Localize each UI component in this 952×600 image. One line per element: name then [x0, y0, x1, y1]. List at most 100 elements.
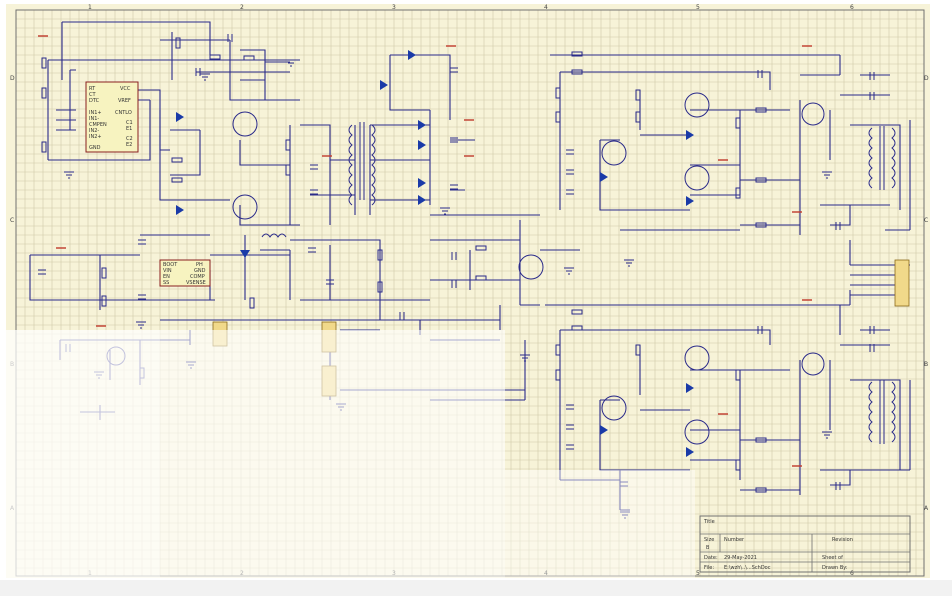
ruler-label: 5: [696, 4, 700, 11]
ruler-label: 2: [240, 4, 244, 11]
ruler-right: D C B A: [924, 75, 929, 512]
resistor-symbol: [101, 295, 107, 307]
ruler-label: C: [924, 217, 928, 224]
resistor-symbol: [285, 164, 291, 176]
ruler-label: D: [10, 75, 15, 82]
pin-label: IN1+: [89, 110, 102, 116]
ground-symbol: [520, 354, 530, 362]
capacitor-symbol: [620, 481, 628, 487]
size-label: Size: [704, 537, 714, 543]
ruler-label: B: [924, 361, 928, 368]
connector-header: [894, 259, 910, 307]
pin-label: PH: [196, 262, 203, 268]
net-labels: [38, 35, 812, 467]
pin-label: E1: [126, 126, 132, 132]
pin-label: C2: [126, 136, 133, 142]
resistor-symbol: [285, 139, 291, 151]
diodes: [176, 50, 694, 457]
capacitor-symbol: [399, 312, 405, 320]
capacitor-symbol: [869, 92, 875, 100]
resistor-symbol: [571, 325, 583, 331]
ruler-label: 4: [544, 570, 548, 577]
ground-symbol: [440, 207, 450, 215]
capacitor-symbol: [138, 239, 146, 245]
transformer-symbol: [348, 122, 376, 206]
transformers: [261, 122, 896, 444]
pin-label: VSENSE: [186, 280, 206, 286]
pin-label: CMPEN: [89, 122, 107, 128]
capacitor-symbol: [450, 137, 458, 143]
ground-symbol: [136, 321, 146, 329]
resistor-symbol: [735, 187, 741, 199]
capacitor-symbol: [835, 482, 841, 490]
resistor-symbol: [571, 309, 583, 315]
pin-label: GND: [89, 145, 101, 151]
diode-symbol: [686, 130, 694, 140]
revision-label: Revision: [832, 537, 853, 543]
diode-symbol: [600, 425, 608, 435]
capacitor-symbol: [566, 404, 574, 410]
resistor-symbol: [41, 57, 47, 69]
resistor-symbol: [735, 369, 741, 381]
diode-symbol: [418, 195, 426, 205]
occlusion-panel-right: [930, 0, 952, 596]
ruler-label: 1: [88, 4, 92, 11]
capacitor-symbol: [138, 294, 146, 300]
diode-symbol: [176, 205, 184, 215]
drawn-by-label: Drawn By:: [822, 565, 848, 571]
capacitor-symbol: [310, 164, 318, 170]
resistor-symbol: [101, 267, 107, 279]
tube-symbol: [518, 254, 544, 280]
capacitor-symbol: [869, 344, 875, 352]
tube-symbol: [801, 102, 825, 126]
ruler-label: D: [924, 75, 929, 82]
capacitor-symbol: [566, 149, 574, 155]
capacitor-symbol: [38, 269, 46, 275]
capacitor-symbol: [757, 70, 763, 78]
capacitor-symbol: [451, 252, 457, 260]
capacitor-symbol: [566, 424, 574, 430]
resistor-symbol: [41, 87, 47, 99]
chip-body: [85, 81, 139, 153]
capacitor-symbol: [869, 326, 875, 334]
resistor-symbol: [41, 141, 47, 153]
ground-symbol: [822, 171, 832, 179]
resistor-symbol: [377, 281, 383, 293]
resistor-symbol: [735, 459, 741, 471]
transistor-symbol: [601, 140, 627, 166]
diode-symbol: [418, 140, 426, 150]
file-label: File:: [704, 565, 714, 571]
chip-u2: BOOT VIN EN SS PH GND COMP VSENSE: [159, 259, 211, 287]
resistor-symbol: [555, 344, 561, 356]
resistors: [41, 37, 767, 493]
transistor-symbol: [684, 165, 710, 191]
title-label: Title: [703, 519, 715, 525]
number-label: Number: [724, 537, 745, 543]
resistor-symbol: [735, 117, 741, 129]
resistor-symbol: [249, 297, 255, 309]
resistor-symbol: [243, 55, 255, 61]
ground-symbol: [200, 73, 210, 81]
pin-label: COMP: [190, 274, 205, 280]
transistor-symbol: [684, 345, 710, 371]
capacitor-symbol: [308, 247, 316, 253]
capacitor-symbol: [566, 444, 574, 450]
occlusion-panel-bottom: [0, 580, 952, 596]
chip-body: [159, 259, 211, 287]
capacitor-symbol: [195, 68, 201, 76]
sheet-label: Sheet of: [822, 555, 843, 561]
ruler-top: 1 2 3 4 5 6: [88, 4, 854, 11]
pin-label: EN: [163, 274, 170, 280]
pin-label: E2: [126, 142, 132, 148]
size-value: B: [706, 545, 710, 551]
title-block: Title Size Number Revision B Date: 29-Ma…: [699, 515, 911, 573]
occlusion-panel-center: [160, 330, 505, 596]
ruler-label: 4: [544, 4, 548, 11]
date-label: Date:: [704, 555, 718, 561]
resistor-symbol: [635, 344, 641, 356]
ground-symbol: [822, 431, 832, 439]
resistor-symbol: [635, 111, 641, 123]
file-value: E:\wzh\..\...SchDoc: [724, 565, 771, 571]
pin-label: VCC: [120, 86, 131, 92]
resistor-symbol: [171, 157, 183, 163]
